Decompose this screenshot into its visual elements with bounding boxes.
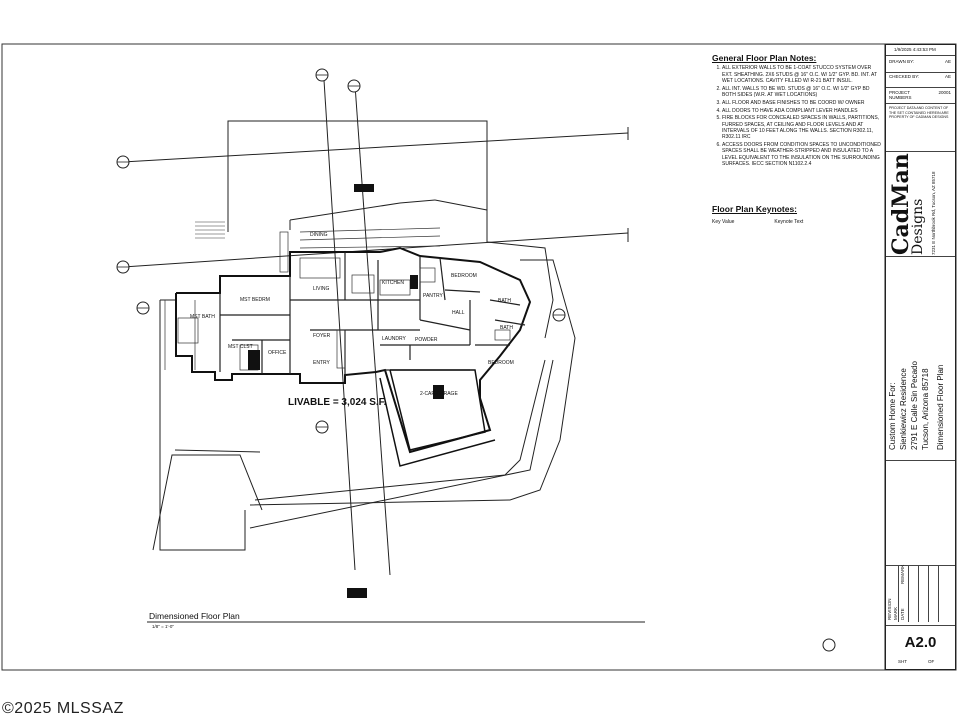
room-label-office: OFFICE xyxy=(268,350,287,356)
project-number-value: 20001 xyxy=(938,90,951,95)
room-label-pantry: PANTRY xyxy=(423,293,443,299)
keynotes-col-key: Key Value xyxy=(712,219,735,225)
checked-by-value: AE xyxy=(944,74,951,79)
title-block: 1/9/2025 4:43:53 PM DRAWN BY: AE CHECKED… xyxy=(885,44,956,670)
room-label-entry: ENTRY xyxy=(313,360,330,366)
section-mark-bottom xyxy=(347,588,367,598)
plot-timestamp: 1/9/2025 4:43:53 PM xyxy=(894,47,936,52)
keynotes: Floor Plan Keynotes: Key Value Keynote T… xyxy=(712,204,882,225)
project-title-2: Sienkiewicz Residence xyxy=(899,368,908,450)
copyright-row: PROJECT DATA AND CONTENT OF THE SET CONT… xyxy=(886,103,955,152)
note-item: ACCESS DOORS FROM CONDITION SPACES TO UN… xyxy=(722,142,882,167)
checked-by-row: CHECKED BY: AE xyxy=(886,71,955,88)
project-number-label: PROJECT NUMBERS xyxy=(889,90,912,100)
kitchen-appliance xyxy=(410,275,418,289)
note-item: ALL INT. WALLS TO BE WD. STUDS @ 16" O.C… xyxy=(722,86,882,99)
site-boundary xyxy=(152,259,576,551)
section-mark-top xyxy=(354,184,374,192)
keynotes-title: Floor Plan Keynotes: xyxy=(712,204,798,214)
room-label-kitchen: KITCHEN xyxy=(382,280,404,286)
reference-lines xyxy=(122,79,629,576)
project-title-4: Tucson, Arizona 85718 xyxy=(921,368,930,450)
sheet-number: A2.0 xyxy=(886,625,955,651)
general-notes: General Floor Plan Notes: ALL EXTERIOR W… xyxy=(712,53,882,169)
room-label-foyer: FOYER xyxy=(313,333,331,339)
checked-by-label: CHECKED BY: xyxy=(889,74,920,79)
sht-label: SHT xyxy=(898,659,907,664)
brand-contact: 7231 E Northbrook Rd, Tucson, AZ 85718 xyxy=(931,171,936,255)
garage-mechanical xyxy=(433,385,444,399)
room-label-garage: 2-CAR GARAGE xyxy=(420,391,458,397)
note-item: ALL EXTERIOR WALLS TO BE 1-COAT STUCCO S… xyxy=(722,65,882,84)
interior-walls xyxy=(219,252,526,375)
patio-outline xyxy=(227,120,554,339)
livable-area: LIVABLE = 3,024 S.F. xyxy=(288,397,387,408)
copyright-text: PROJECT DATA AND CONTENT OF THE SET CONT… xyxy=(889,106,949,119)
stairs xyxy=(195,221,225,239)
room-label-living: LIVING xyxy=(313,286,330,292)
project-title-3: 2791 E Calle Sin Pecado xyxy=(910,361,919,450)
general-notes-list: ALL EXTERIOR WALLS TO BE 1-COAT STUCCO S… xyxy=(712,65,882,167)
note-item: FIRE BLOCKS FOR CONCEALED SPACES IN WALL… xyxy=(722,115,882,140)
mark-label: MARK xyxy=(893,606,898,620)
exterior-walls xyxy=(175,246,532,454)
plan-scale: 1/8" = 1'-0" xyxy=(152,624,174,629)
plan-title: Dimensioned Floor Plan xyxy=(149,611,240,621)
room-label-bath-1: BATH xyxy=(498,298,511,304)
room-label-bedroom-1: BEDROOM xyxy=(451,273,477,279)
room-label-dining: DINING xyxy=(310,232,328,238)
of-label: OF xyxy=(928,659,935,664)
divider xyxy=(886,255,955,257)
room-label-powder: POWDER xyxy=(415,337,438,343)
revision-label: REVISION xyxy=(887,598,892,620)
note-item: ALL FLOOR AND BASE FINISHES TO BE COORD … xyxy=(722,100,882,106)
drawn-by-value: AE xyxy=(944,59,951,64)
mls-watermark: ©2025 MLSSAZ xyxy=(2,700,124,717)
keynotes-col-text: Keynote Text xyxy=(774,219,804,225)
room-label-laundry: LAUNDRY xyxy=(382,336,406,342)
bubble-dividers xyxy=(117,74,565,428)
note-item: ALL DOORS TO HAVE ADA COMPLIANT LEVER HA… xyxy=(722,108,882,114)
garage-walls xyxy=(379,369,496,467)
project-title-1: Custom Home For: xyxy=(888,382,897,450)
room-label-bedroom-2: BEDROOM xyxy=(488,360,514,366)
date-label: DATE xyxy=(900,608,905,620)
project-number-row: PROJECT NUMBERS 20001 xyxy=(886,87,955,104)
room-label-mst-bedroom: MST BEDRM xyxy=(240,297,270,303)
general-notes-title: General Floor Plan Notes: xyxy=(712,53,817,63)
remark-label: REMARK xyxy=(900,564,905,584)
brand-logo-sub: Designs xyxy=(910,198,926,255)
room-label-mst-clst: MST CLST xyxy=(228,344,253,350)
divider xyxy=(886,459,955,461)
room-label-hall: HALL xyxy=(452,310,465,316)
room-label-mst-bath: MST BATH xyxy=(190,314,215,320)
room-label-bath-2: BATH xyxy=(500,325,513,331)
project-title-5: Dimensioned Floor Plan xyxy=(936,364,945,450)
revision-table: REVISION MARK DATE REMARK xyxy=(886,565,955,622)
drawn-by-row: DRAWN BY: AE xyxy=(886,55,955,73)
drawn-by-label: DRAWN BY: xyxy=(889,59,915,64)
fireplace xyxy=(248,350,260,370)
